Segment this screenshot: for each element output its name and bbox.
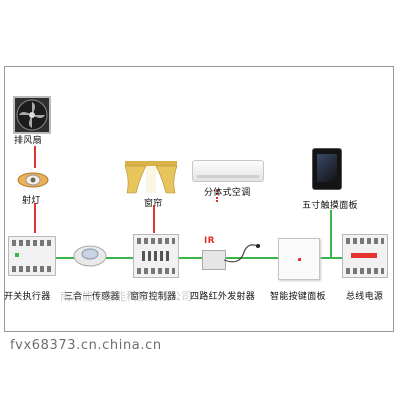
power-supply-image bbox=[342, 234, 388, 278]
knx-bus-line bbox=[8, 257, 388, 259]
fan-label: 排风扇 bbox=[14, 136, 42, 146]
spotlight-image bbox=[16, 170, 50, 192]
actuator-bottom-terminals bbox=[12, 266, 52, 272]
switch-actuator-image bbox=[8, 236, 56, 276]
ir-emitter-label: 四路红外发射器 bbox=[190, 292, 256, 302]
ir-label: IR bbox=[204, 236, 215, 246]
button-panel-label: 智能按键面板 bbox=[270, 292, 326, 302]
power-supply-label: 总线电源 bbox=[346, 292, 384, 302]
curtain-image bbox=[124, 160, 178, 194]
sensor-label: 三合一传感器 bbox=[64, 292, 120, 302]
aircon-vent bbox=[197, 175, 259, 178]
psu-indicator bbox=[351, 253, 377, 258]
curtain-controller-label: 窗帘控制器 bbox=[130, 292, 177, 302]
touch-panel-label: 五寸触摸面板 bbox=[302, 201, 358, 211]
switch-actuator-label: 开关执行器 bbox=[4, 292, 51, 302]
touch-screen bbox=[317, 154, 337, 182]
touchpanel-link bbox=[330, 210, 332, 258]
fan-link bbox=[34, 146, 36, 168]
exhaust-fan-image bbox=[13, 96, 51, 134]
actuator-terminals bbox=[12, 240, 52, 246]
aircon-link bbox=[216, 190, 218, 202]
aircon-label: 分体式空调 bbox=[204, 188, 251, 198]
ir-cable-icon bbox=[223, 244, 260, 263]
spotlight-icon bbox=[17, 172, 49, 188]
panel-indicator bbox=[298, 258, 301, 261]
curtain-controller-image bbox=[133, 234, 179, 278]
aircon-image bbox=[192, 160, 264, 182]
site-watermark: fvx68373.cn.china.cn bbox=[10, 338, 162, 353]
curtain-label: 窗帘 bbox=[144, 199, 163, 209]
controller-terminals bbox=[137, 238, 175, 244]
spotlight-link bbox=[34, 203, 36, 233]
psu-bottom-terminals bbox=[346, 268, 384, 274]
curtain-icon bbox=[124, 161, 178, 194]
controller-bottom-terminals bbox=[137, 268, 175, 274]
fan-blades-icon bbox=[16, 99, 48, 131]
controller-buttons bbox=[142, 251, 170, 261]
button-panel-image bbox=[278, 238, 320, 280]
spotlight-label: 射灯 bbox=[22, 196, 41, 206]
diagram-frame bbox=[4, 66, 394, 332]
psu-terminals bbox=[346, 238, 384, 244]
curtain-link bbox=[153, 205, 155, 233]
actuator-led bbox=[15, 253, 19, 257]
sensor-icon bbox=[73, 245, 107, 267]
ghost-watermark: 南京能工智能科技有限公司 bbox=[60, 290, 192, 303]
touch-panel-image bbox=[312, 148, 342, 190]
sensor-image bbox=[72, 238, 108, 274]
